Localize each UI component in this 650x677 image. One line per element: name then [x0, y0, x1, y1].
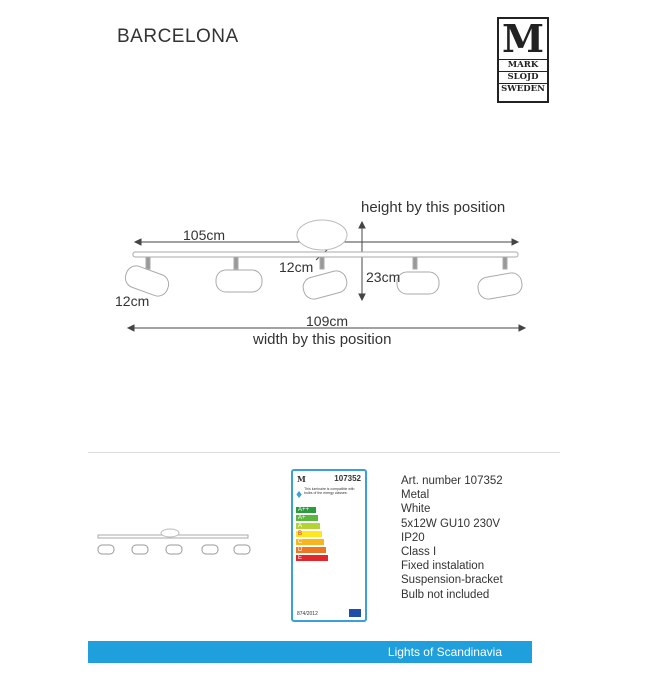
eu-flag-icon: [349, 609, 361, 617]
width-note: width by this position: [253, 331, 392, 348]
footer-bar: Lights of Scandinavia: [88, 641, 532, 663]
footer-text: Lights of Scandinavia: [387, 645, 502, 659]
bar-length-label: 105cm: [183, 227, 226, 243]
divider: [88, 452, 560, 453]
product-thumbnail: [97, 528, 251, 555]
regulation: 874/2012: [297, 611, 318, 617]
brand-logo: M MARK SLÖJD SWEDEN: [497, 17, 549, 103]
spot-length-label: 12cm: [115, 293, 150, 309]
base-diameter-label: 12cm: [279, 259, 314, 275]
width-label: 109cm: [306, 313, 349, 329]
product-title: BARCELONA: [117, 26, 239, 47]
label-article: 107352: [334, 474, 361, 483]
dimension-drawing: [124, 219, 527, 332]
height-label: 23cm: [366, 269, 401, 285]
energy-label: M 107352 ♦ This luminaire is compatible …: [291, 469, 367, 622]
lamp-icon: ♦: [296, 487, 303, 501]
height-note: height by this position: [361, 199, 506, 216]
